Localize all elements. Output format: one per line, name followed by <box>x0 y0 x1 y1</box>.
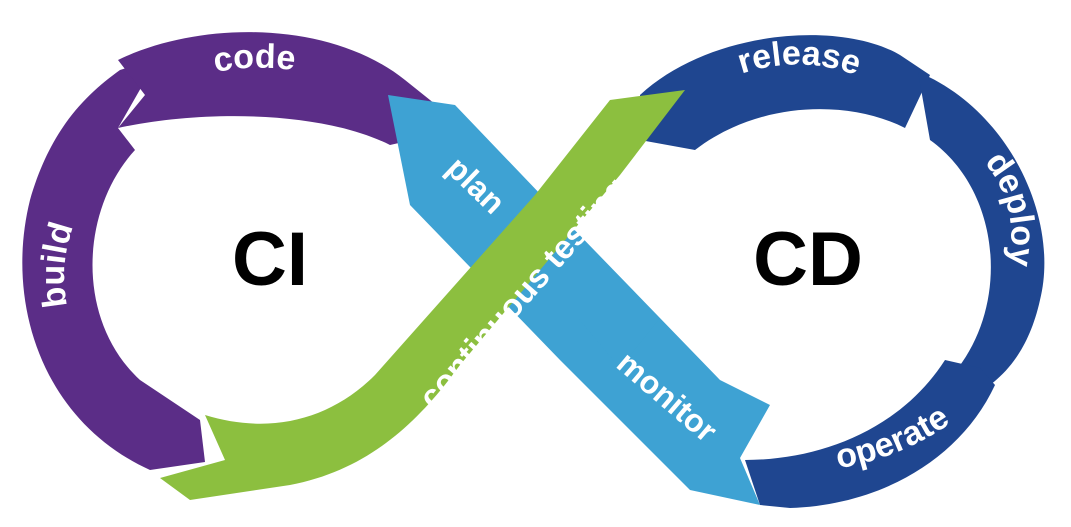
build-segment <box>22 58 205 470</box>
cd-label: CD <box>753 217 863 302</box>
ci-label: CI <box>232 217 308 302</box>
code-segment <box>118 32 465 145</box>
deploy-segment <box>918 72 1045 385</box>
plan-monitor-band <box>388 95 770 505</box>
operate-segment <box>745 360 995 508</box>
release-segment <box>640 35 930 150</box>
continuous-testing-band <box>160 90 685 500</box>
monitor-arrowhead <box>578 318 660 368</box>
